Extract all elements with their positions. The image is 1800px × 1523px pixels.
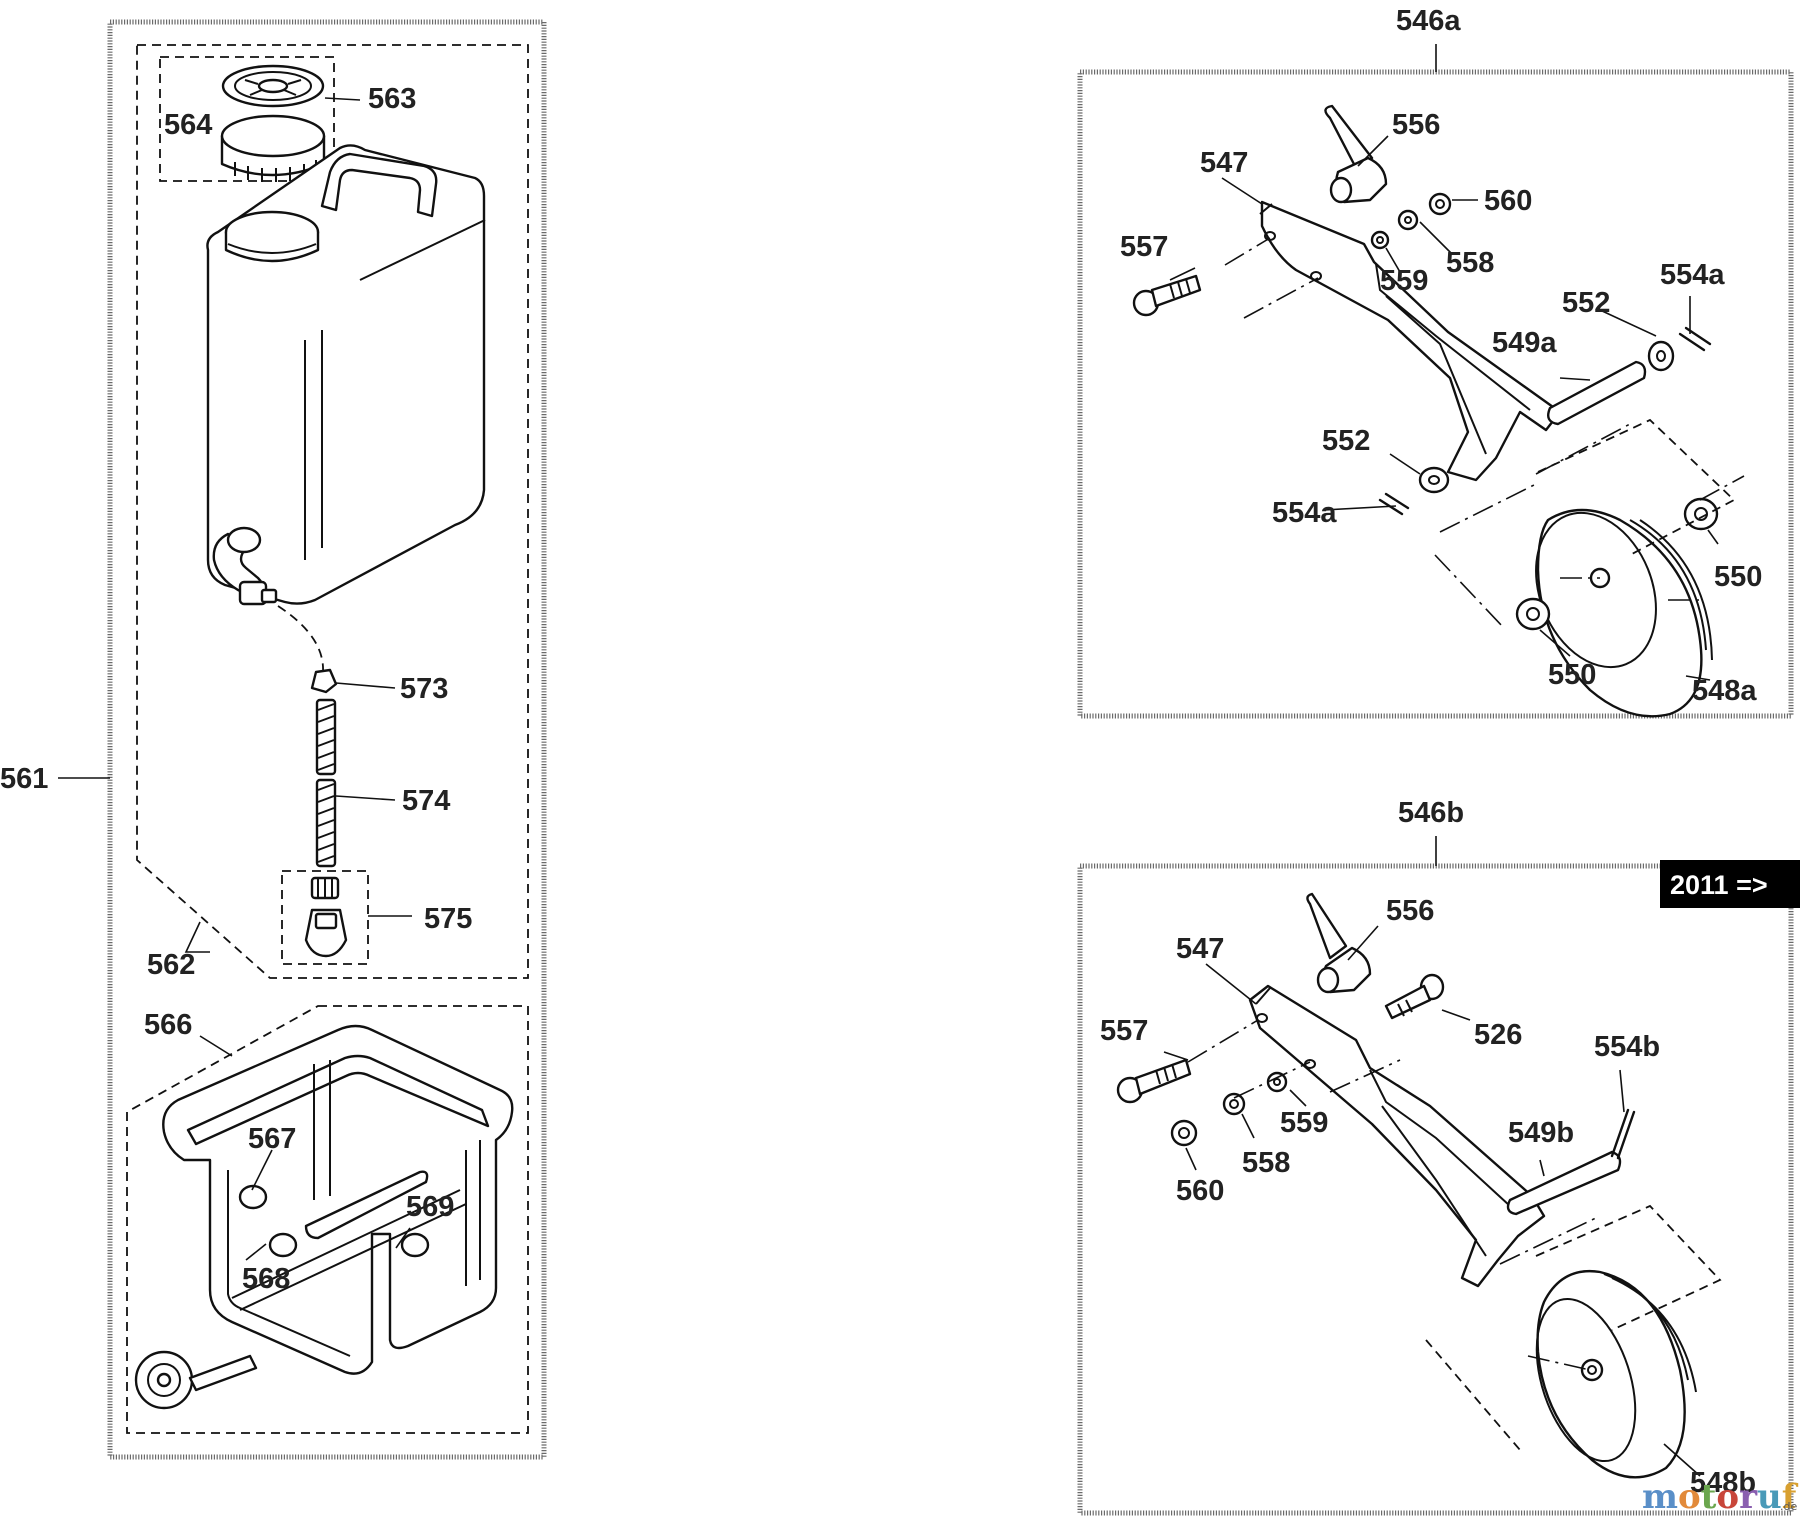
washers-558-559-560b — [1170, 1071, 1288, 1147]
leaders-546a — [1169, 135, 1719, 681]
label-560b: 560 — [1176, 1175, 1224, 1207]
centerlines-546a — [1224, 237, 1745, 629]
badge-2011 — [1660, 860, 1800, 908]
filter-575 — [304, 876, 348, 958]
washers-558-559-560a — [1370, 192, 1452, 250]
label-546b: 546b — [1398, 797, 1464, 829]
watermark-suffix: .de — [1780, 1500, 1797, 1513]
label-526: 526 — [1474, 1019, 1522, 1051]
leaders-left — [58, 97, 412, 1261]
label-566: 566 — [144, 1009, 192, 1041]
connector-573 — [310, 668, 338, 694]
hose-path — [277, 605, 324, 681]
label-562: 562 — [147, 949, 195, 981]
tank-frame-566 — [134, 1024, 514, 1410]
label-564: 564 — [164, 109, 212, 141]
assembly-561 — [58, 19, 547, 1460]
label-554a1: 554a — [1660, 259, 1725, 291]
pin-549a — [1378, 326, 1712, 516]
label-550b: 550 — [1548, 659, 1596, 691]
hose-574 — [315, 698, 337, 868]
label-559a: 559 — [1380, 265, 1428, 297]
label-548a: 548a — [1692, 675, 1757, 707]
wheel-548b — [1535, 1269, 1697, 1479]
label-561: 561 — [0, 763, 48, 795]
label-554a2: 554a — [1272, 497, 1337, 529]
leaders-546b — [1163, 925, 1701, 1477]
label-554b: 554b — [1594, 1031, 1660, 1063]
label-573: 573 — [400, 673, 448, 705]
bolt-557a — [1132, 274, 1202, 317]
label-557b: 557 — [1100, 1015, 1148, 1047]
knob-556a — [1324, 104, 1388, 204]
label-548b: 548b — [1690, 1467, 1756, 1499]
bolt-526 — [1384, 973, 1445, 1020]
label-550a: 550 — [1714, 561, 1762, 593]
label-549a: 549a — [1492, 327, 1557, 359]
label-557a: 557 — [1120, 231, 1168, 263]
label-568: 568 — [242, 1263, 290, 1295]
watermark-text: motoruf — [1642, 1477, 1799, 1517]
label-558b: 558 — [1242, 1147, 1290, 1179]
label-575: 575 — [424, 903, 472, 935]
label-546a: 546a — [1396, 5, 1461, 37]
label-559b: 559 — [1280, 1107, 1328, 1139]
label-560a: 560 — [1484, 185, 1532, 217]
wheel-box-546b — [1425, 1204, 1722, 1451]
tank-cap-563 — [220, 114, 326, 182]
watermark-logo: motoruf .de — [1642, 1477, 1799, 1517]
subassembly-563-outline — [159, 56, 335, 182]
axle-arm-547b — [1248, 984, 1546, 1288]
frame-561 — [107, 19, 547, 1460]
filter-disc-564 — [221, 64, 325, 108]
label-574: 574 — [402, 785, 450, 817]
wheel-548a — [1515, 497, 1719, 718]
subassembly-562-outline — [136, 44, 529, 979]
bolt-557b — [1116, 1058, 1192, 1104]
badge-2011-text: 2011 => — [1670, 870, 1768, 900]
label-556b: 556 — [1386, 895, 1434, 927]
label-556a: 556 — [1392, 109, 1440, 141]
callout-labels: 561 562 563 564 566 567 568 569 573 574 … — [0, 5, 1762, 1499]
knob-556b — [1306, 892, 1372, 994]
wheel-box-546a — [1537, 418, 1736, 556]
assembly-546a — [1077, 44, 1794, 719]
subassembly-566-outline — [126, 1005, 529, 1434]
centerlines-546b — [1187, 1019, 1601, 1371]
label-552a: 552 — [1562, 287, 1610, 319]
label-547a: 547 — [1200, 147, 1248, 179]
label-549b: 549b — [1508, 1117, 1574, 1149]
label-567: 567 — [248, 1123, 296, 1155]
assembly-546b: 2011 => — [1077, 836, 1800, 1516]
label-563: 563 — [368, 83, 416, 115]
water-tank — [206, 144, 486, 606]
label-558a: 558 — [1446, 247, 1494, 279]
pin-549b — [1506, 1108, 1636, 1216]
label-547b: 547 — [1176, 933, 1224, 965]
label-569: 569 — [406, 1191, 454, 1223]
label-552b: 552 — [1322, 425, 1370, 457]
